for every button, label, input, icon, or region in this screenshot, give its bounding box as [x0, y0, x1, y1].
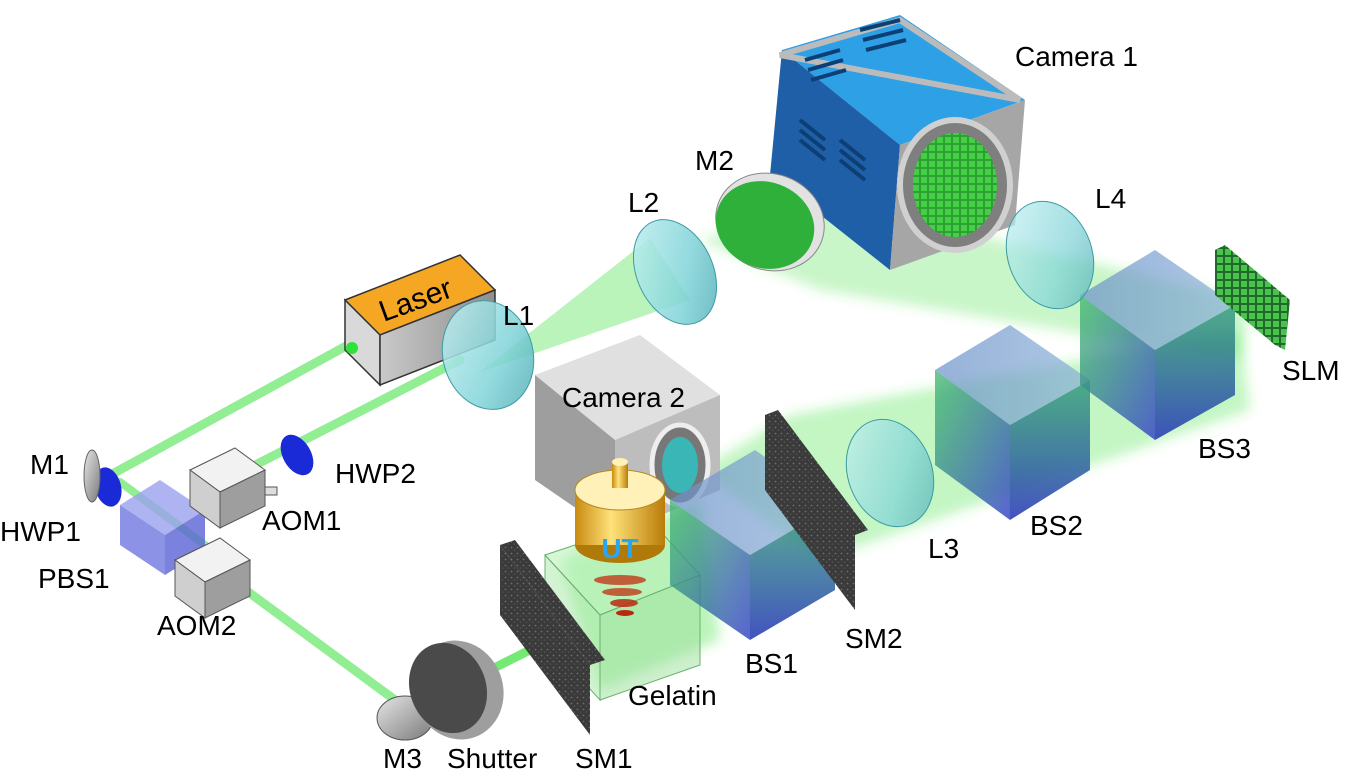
label-gelatin: Gelatin [628, 680, 717, 711]
mirror-m2 [715, 172, 825, 272]
lens-l4 [1005, 200, 1095, 310]
label-bs1: BS1 [745, 648, 798, 679]
beam-splitter-bs3 [1080, 250, 1235, 440]
label-pbs1: PBS1 [38, 563, 110, 594]
label-l4: L4 [1095, 183, 1126, 214]
label-l1: L1 [503, 300, 534, 331]
label-sm2: SM2 [845, 623, 903, 654]
half-wave-plate-hwp2 [280, 434, 314, 476]
half-wave-plate-hwp1 [94, 467, 122, 507]
label-slm: SLM [1282, 355, 1340, 386]
label-bs3: BS3 [1198, 433, 1251, 464]
label-m2: M2 [695, 145, 734, 176]
aom-2 [174, 537, 251, 619]
ut-label: UT [601, 533, 638, 564]
polarizing-beam-splitter-pbs1 [120, 480, 205, 575]
label-aom1: AOM1 [262, 505, 341, 536]
lens-l1 [441, 300, 535, 410]
scattering-medium-sm1 [500, 540, 605, 665]
label-sm1: SM1 [575, 743, 633, 774]
lens-l3 [845, 418, 935, 528]
lens-l2 [632, 219, 718, 325]
label-hwp2: HWP2 [335, 458, 416, 489]
aom-1 [189, 447, 278, 529]
mirror-m1 [83, 449, 101, 503]
label-m1: M1 [30, 449, 69, 480]
label-m3: M3 [383, 743, 422, 774]
label-l2: L2 [628, 187, 659, 218]
beam-splitter-bs2 [935, 325, 1090, 520]
label-shutter: Shutter [447, 743, 537, 774]
ultrasound-transducer: UT [574, 458, 666, 616]
camera-1 [770, 15, 1025, 270]
label-camera-1: Camera 1 [1015, 41, 1138, 72]
label-hwp1: HWP1 [0, 516, 81, 547]
label-aom2: AOM2 [157, 610, 236, 641]
scattering-medium-sm2 [765, 410, 868, 610]
shutter [408, 640, 504, 740]
component-labels: Camera 1 Camera 2 M2 L2 L4 L1 SLM BS3 BS… [0, 41, 1340, 774]
label-bs2: BS2 [1030, 510, 1083, 541]
scattering-medium-sm1-face [500, 545, 590, 735]
spatial-light-modulator [1215, 245, 1290, 350]
label-l3: L3 [928, 533, 959, 564]
label-camera-2: Camera 2 [562, 382, 685, 413]
